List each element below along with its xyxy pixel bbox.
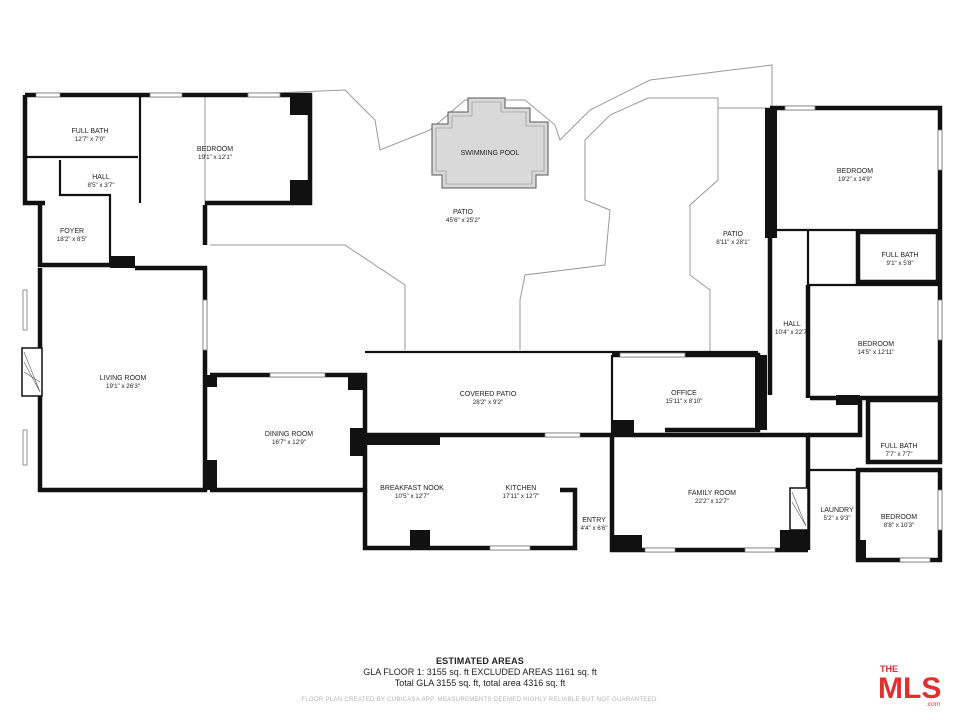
room-swimming-pool: SWIMMING POOL: [461, 150, 520, 157]
room-full-bath-2: FULL BATH 9'1" x 5'8": [882, 252, 919, 267]
room-name: LAUNDRY: [820, 507, 854, 514]
room-hall-2: HALL 10'4" x 22'7": [775, 321, 809, 336]
logo-mls: MLS: [878, 672, 941, 705]
room-office: OFFICE 15'11" x 8'10": [666, 390, 703, 405]
room-name: OFFICE: [671, 390, 697, 397]
room-patio-1: PATIO 45'6" x 25'2": [446, 209, 480, 224]
room-full-bath-3: FULL BATH 7'7" x 7'7": [881, 443, 918, 458]
room-dining-room: DINING ROOM 16'7" x 12'9": [265, 431, 313, 446]
wall-blocks: [110, 95, 866, 560]
room-bedroom-3: BEDROOM 14'5" x 12'11": [858, 341, 895, 356]
room-dimensions: 17'11" x 12'7": [503, 493, 540, 500]
room-name: FULL BATH: [882, 252, 919, 259]
room-laundry: LAUNDRY 5'2" x 9'3": [820, 507, 854, 522]
room-dimensions: 10'4" x 22'7": [775, 329, 809, 336]
gla-floor-line: GLA FLOOR 1: 3155 sq. ft EXCLUDED AREAS …: [363, 667, 597, 677]
room-name: FAMILY ROOM: [688, 490, 736, 497]
room-dimensions: 15'11" x 8'10": [666, 398, 703, 405]
estimated-areas-title: ESTIMATED AREAS: [435, 656, 524, 666]
disclaimer-text: FLOOR PLAN CREATED BY CUBICASA APP. MEAS…: [301, 697, 659, 703]
room-name: COVERED PATIO: [460, 391, 517, 398]
room-name: HALL: [783, 321, 801, 328]
total-area-line: Total GLA 3155 sq. ft, total area 4316 s…: [394, 678, 566, 688]
room-living-room: LIVING ROOM 19'1" x 26'3": [100, 375, 147, 390]
room-dimensions: 10'5" x 12'7": [395, 493, 429, 500]
room-family-room: FAMILY ROOM 22'2" x 12'7": [688, 490, 736, 505]
room-dimensions: 5'2" x 9'3": [823, 515, 850, 522]
room-name: BEDROOM: [858, 341, 894, 348]
swimming-pool-shape: [431, 97, 549, 189]
room-covered-patio: COVERED PATIO 28'2" x 9'2": [460, 391, 517, 406]
room-dimensions: 9'1" x 5'8": [886, 260, 913, 267]
room-dimensions: 19'1" x 26'3": [106, 383, 140, 390]
room-name: FULL BATH: [72, 128, 109, 135]
room-dimensions: 19'2" x 14'9": [838, 176, 872, 183]
room-full-bath-1: FULL BATH 12'7" x 7'0": [72, 128, 109, 143]
room-dimensions: 18'2" x 8'5": [57, 236, 88, 243]
the-mls-logo: THE MLS .com: [878, 664, 941, 708]
room-hall-1: HALL 8'5" x 3'7": [87, 174, 114, 189]
room-bedroom-1: BEDROOM 19'1" x 12'1": [197, 146, 233, 161]
room-dimensions: 22'2" x 12'7": [695, 498, 729, 505]
room-name: BEDROOM: [837, 168, 873, 175]
room-name: FOYER: [60, 228, 84, 235]
room-dimensions: 45'6" x 25'2": [446, 217, 480, 224]
room-dimensions: 7'7" x 7'7": [885, 451, 912, 458]
patio-outlines: [204, 64, 773, 352]
room-dimensions: 4'4" x 6'6": [580, 525, 607, 532]
room-dimensions: 19'1" x 12'1": [198, 154, 232, 161]
room-name: BEDROOM: [197, 146, 233, 153]
room-bedroom-2: BEDROOM 19'2" x 14'9": [837, 168, 873, 183]
room-name: FULL BATH: [881, 443, 918, 450]
room-bedroom-4: BEDROOM 8'8" x 10'3": [881, 514, 917, 529]
room-entry: ENTRY 4'4" x 6'6": [580, 517, 607, 532]
logo-the: THE: [880, 664, 898, 674]
room-name: HALL: [92, 174, 110, 181]
room-patio-2: PATIO 8'11" x 28'1": [716, 231, 749, 246]
room-dimensions: 28'2" x 9'2": [473, 399, 504, 406]
room-dimensions: 16'7" x 12'9": [272, 439, 306, 446]
windows: [22, 92, 943, 563]
room-name: PATIO: [453, 209, 474, 216]
room-dimensions: 8'11" x 28'1": [716, 239, 749, 246]
room-name: BREAKFAST NOOK: [380, 485, 444, 492]
room-dimensions: 8'8" x 10'3": [884, 522, 915, 529]
room-name: KITCHEN: [506, 485, 537, 492]
room-name: BEDROOM: [881, 514, 917, 521]
logo-dotcom: .com: [926, 701, 940, 708]
room-name: DINING ROOM: [265, 431, 313, 438]
room-name: ENTRY: [582, 517, 606, 524]
room-foyer: FOYER 18'2" x 8'5": [57, 228, 88, 243]
room-dimensions: 8'5" x 3'7": [87, 182, 114, 189]
room-name: LIVING ROOM: [100, 375, 147, 382]
room-name: PATIO: [723, 231, 744, 238]
room-dimensions: 14'5" x 12'11": [858, 349, 895, 356]
room-dimensions: 12'7" x 7'0": [75, 136, 106, 143]
room-name: SWIMMING POOL: [461, 150, 520, 157]
room-kitchen: KITCHEN 17'11" x 12'7": [503, 485, 540, 500]
room-breakfast-nook: BREAKFAST NOOK 10'5" x 12'7": [380, 485, 444, 500]
floor-plan: FULL BATH 12'7" x 7'0" BEDROOM 19'1" x 1…: [21, 64, 943, 563]
